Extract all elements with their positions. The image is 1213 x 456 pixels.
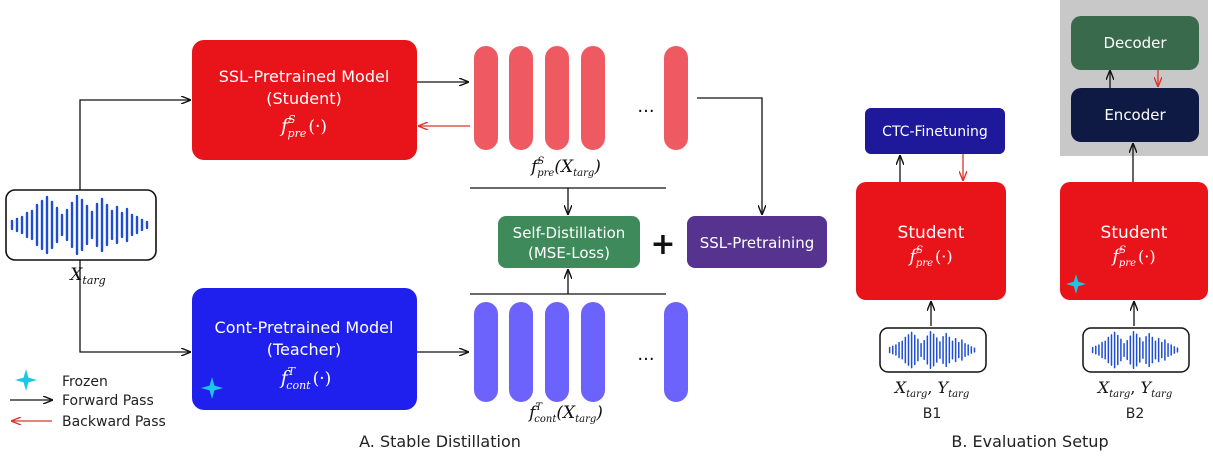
arrow-input-to-teacher (79, 260, 190, 352)
svg-text:SSL-Pretrained Model: SSL-Pretrained Model (219, 67, 390, 86)
ssl-pretraining-box: SSL-Pretraining (687, 216, 827, 268)
ctc-finetuning-box: CTC-Finetuning (865, 108, 1005, 154)
self-distillation-box: Self-Distillation (MSE-Loss) (498, 216, 640, 268)
b2-label: B2 (1126, 406, 1145, 422)
svg-text:CTC-Finetuning: CTC-Finetuning (882, 124, 988, 140)
plus-sign: + (650, 227, 675, 262)
arrow-features-to-ssl (697, 97, 762, 214)
input-label: Xtarg (68, 265, 105, 287)
b1-label: B1 (923, 406, 942, 422)
svg-text:Encoder: Encoder (1104, 106, 1166, 124)
svg-text:SSL-Pretraining: SSL-Pretraining (700, 234, 815, 252)
input-waveform (5, 189, 157, 261)
b2-io-label: Xtarg, Ytarg (1096, 378, 1172, 400)
legend-frozen-icon (15, 369, 37, 391)
legend-forward-label: Forward Pass (62, 393, 154, 409)
teacher-feature-bars (474, 302, 688, 402)
caption-evaluation-setup: B. Evaluation Setup (951, 432, 1108, 451)
svg-text:Student: Student (1101, 223, 1168, 243)
waveform-b2 (1082, 327, 1190, 373)
encoder-box: Encoder (1071, 88, 1199, 142)
arrow-input-to-student (79, 100, 190, 190)
teacher-features-ellipsis: ... (637, 344, 654, 365)
svg-text:Cont-Pretrained Model: Cont-Pretrained Model (215, 318, 394, 337)
legend: Frozen Forward Pass Backward Pass (10, 369, 166, 430)
svg-text:(Teacher): (Teacher) (267, 340, 342, 359)
svg-text:Decoder: Decoder (1103, 34, 1167, 52)
student-features-ellipsis: ... (637, 96, 654, 117)
b1-io-label: Xtarg, Ytarg (893, 378, 969, 400)
legend-frozen-label: Frozen (62, 374, 108, 390)
svg-text:(MSE-Loss): (MSE-Loss) (528, 244, 610, 262)
svg-text:Student: Student (898, 223, 965, 243)
svg-text:(Student): (Student) (266, 89, 341, 108)
legend-backward-label: Backward Pass (62, 414, 166, 430)
waveform-b1 (879, 327, 987, 373)
decoder-box: Decoder (1071, 16, 1199, 70)
caption-stable-distillation: A. Stable Distillation (359, 432, 521, 451)
student-feature-bars (474, 46, 688, 150)
svg-text:Self-Distillation: Self-Distillation (513, 224, 626, 242)
